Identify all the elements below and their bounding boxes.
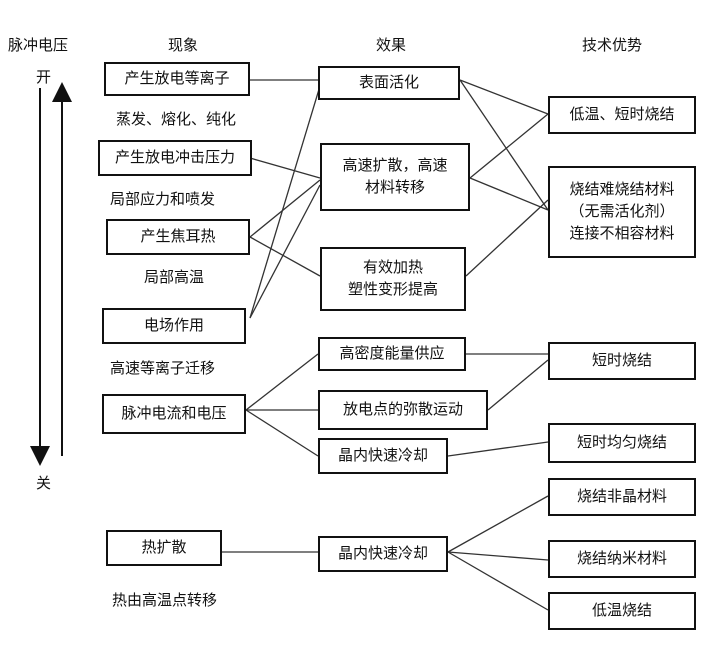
- link-joule-diffusion: [249, 179, 321, 238]
- header-advantage: 技术优势: [582, 36, 643, 54]
- header-phenomenon: 现象: [168, 36, 199, 54]
- phenomenon-sub-heat-transfer: 热由高温点转移: [112, 591, 218, 609]
- axis-label-off: 关: [36, 474, 52, 492]
- link-activation-lowtemp: [459, 79, 549, 115]
- header-pulse-voltage: 脉冲电压: [8, 36, 69, 54]
- effect-box-effective-heating: 有效加热 塑性变形提高: [320, 247, 466, 311]
- link-cooling-uniform: [447, 441, 549, 457]
- advantage-box-amorphous: 烧结非晶材料: [548, 478, 696, 516]
- link-activation-difficult: [459, 79, 549, 211]
- advantage-box-short-sintering: 短时烧结: [548, 342, 696, 380]
- link-pulse-energy: [245, 353, 319, 411]
- effect-box-intragrain-cooling-2: 晶内快速冷却: [318, 536, 448, 572]
- phenomenon-box-discharge-shock: 产生放电冲击压力: [98, 140, 252, 176]
- axis-label-on: 开: [36, 68, 52, 86]
- effect-box-high-speed-diffusion: 高速扩散，高速 材料转移: [320, 143, 470, 211]
- effect-box-discharge-dispersion: 放电点的弥散运动: [318, 390, 488, 430]
- advantage-box-difficult-materials: 烧结难烧结材料 （无需活化剂） 连接不相容材料: [548, 166, 696, 258]
- link-pulse-cooling: [245, 409, 319, 457]
- link-diffusion-difficult: [469, 177, 549, 211]
- advantage-box-low-temp-short: 低温、短时烧结: [548, 96, 696, 134]
- advantage-box-nano: 烧结纳米材料: [548, 540, 696, 578]
- phenomenon-sub-local-high-temp: 局部高温: [144, 268, 205, 286]
- link-diffusion-lowtemp: [469, 113, 549, 179]
- phenomenon-box-discharge-plasma: 产生放电等离子: [104, 62, 250, 96]
- link-joule-heating: [249, 236, 321, 277]
- link-field-diffusion: [249, 184, 321, 319]
- advantage-box-low-temp: 低温烧结: [548, 592, 696, 630]
- link-cooling-lowtemp: [447, 551, 549, 611]
- link-heating-difficult: [465, 199, 549, 277]
- phenomenon-box-joule-heat: 产生焦耳热: [106, 219, 250, 255]
- phenomenon-box-thermal-diffusion: 热扩散: [106, 530, 222, 566]
- phenomenon-sub-evaporation: 蒸发、熔化、纯化: [116, 110, 237, 128]
- link-shock-diffusion: [249, 157, 321, 179]
- phenomenon-sub-local-stress: 局部应力和喷发: [110, 190, 216, 208]
- effect-box-energy-supply: 高密度能量供应: [318, 337, 466, 371]
- phenomenon-box-pulse-current: 脉冲电流和电压: [102, 394, 246, 434]
- link-cooling-nano: [447, 551, 549, 561]
- link-dispersion-short: [487, 359, 549, 411]
- link-field-activation: [249, 85, 321, 319]
- advantage-box-uniform-sintering: 短时均匀烧结: [548, 423, 696, 463]
- phenomenon-sub-plasma-migration: 高速等离子迁移: [110, 359, 216, 377]
- effect-box-surface-activation: 表面活化: [318, 66, 460, 100]
- link-cooling-amorphous: [447, 495, 549, 553]
- phenomenon-box-electric-field: 电场作用: [102, 308, 246, 344]
- effect-box-intragrain-cooling-1: 晶内快速冷却: [318, 438, 448, 474]
- header-effect: 效果: [376, 36, 407, 54]
